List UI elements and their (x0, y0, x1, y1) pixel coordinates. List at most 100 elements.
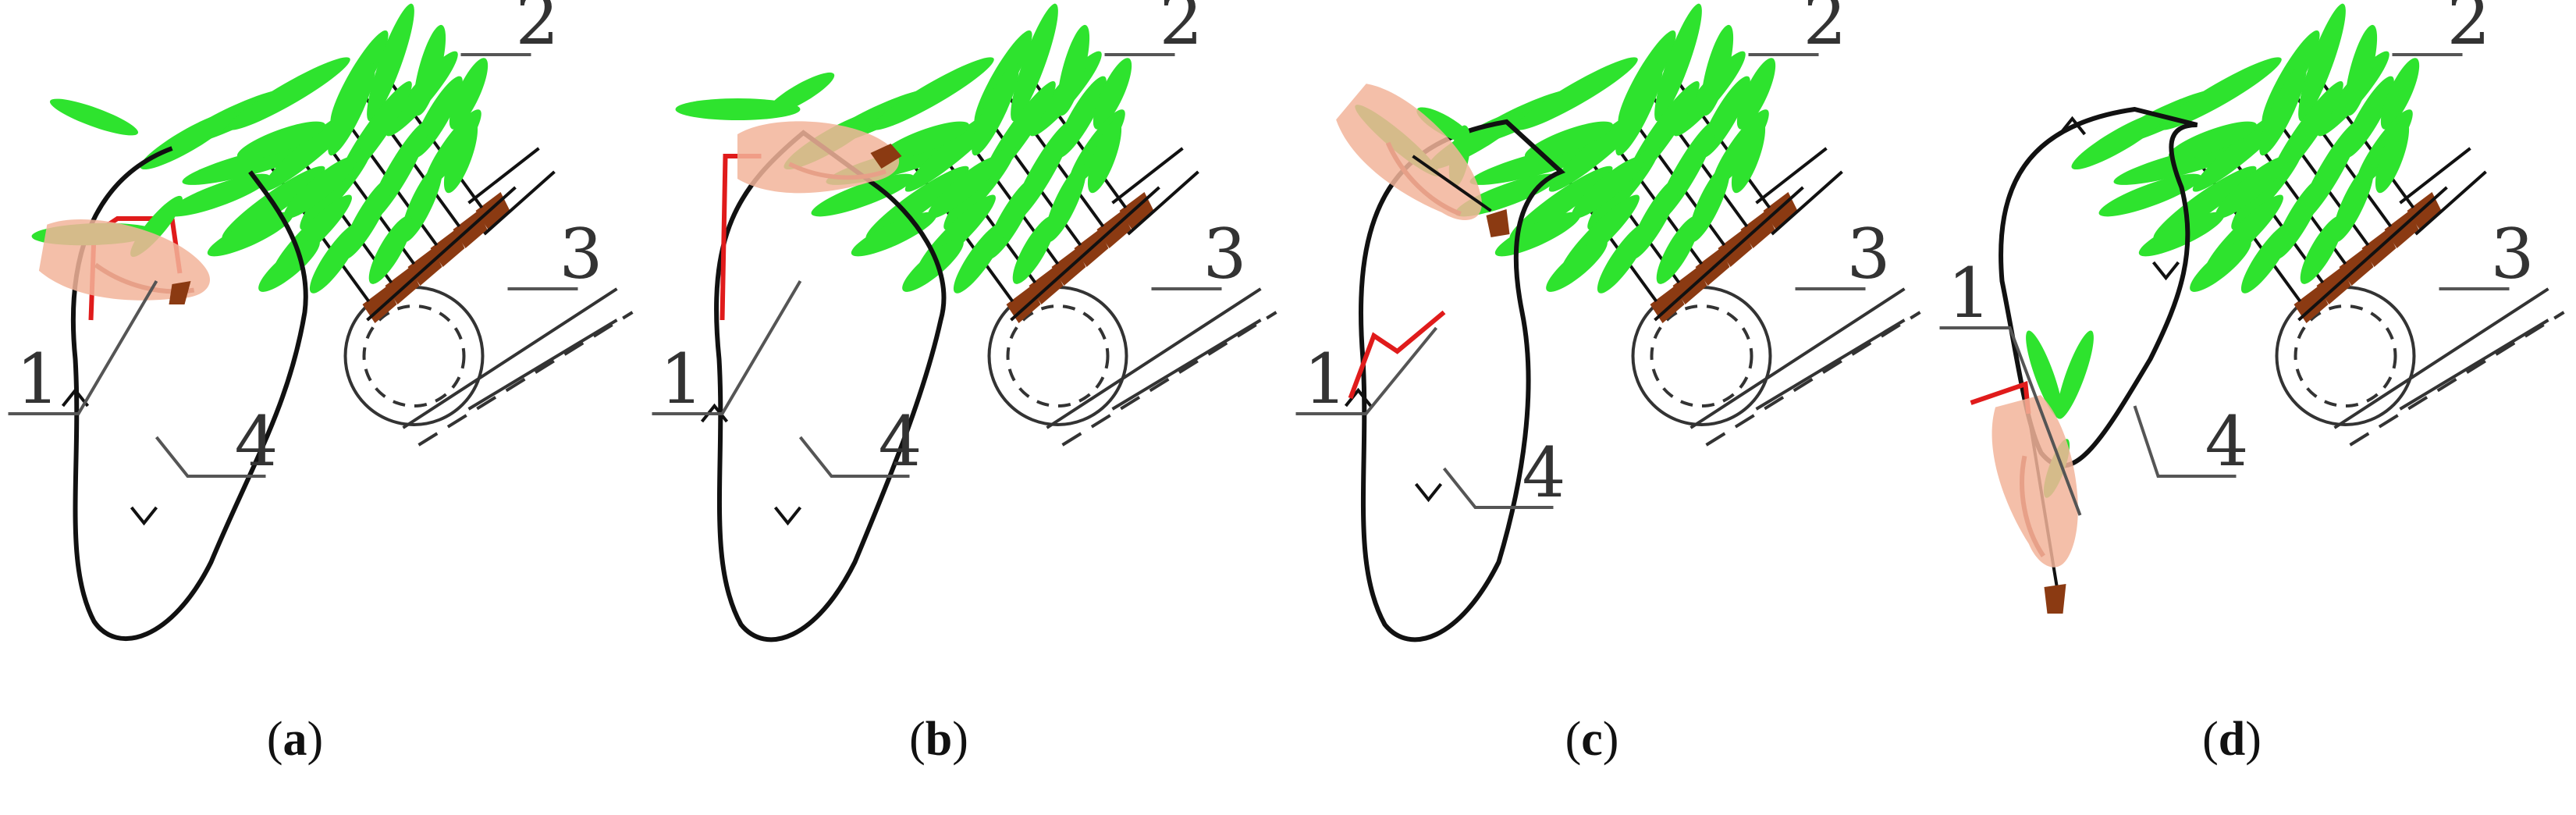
seedling-leaf (2190, 239, 2251, 292)
seedling-leaf (1656, 215, 1700, 284)
gripper-fingers (38, 219, 210, 301)
callout-label-1: 1 (660, 339, 704, 419)
callout-label-4: 4 (879, 401, 922, 482)
seedling-leaf (2168, 121, 2258, 160)
caption-letter: c (1581, 713, 1603, 766)
panel-caption: (b) (861, 712, 1017, 767)
conveyor-edge (2333, 287, 2549, 429)
seedling-leaf (49, 98, 139, 136)
soil-plug (1006, 286, 1041, 323)
seedling-leaf (2298, 3, 2346, 122)
picker-trajectory (1359, 119, 1566, 642)
seedling-leaf (167, 173, 271, 217)
seedling-leaf (1571, 155, 1645, 219)
seedling-leaf (236, 121, 326, 160)
seedling-leaf (766, 72, 835, 116)
caption-open-paren: ( (2202, 713, 2219, 766)
picker-arm (1348, 310, 1446, 400)
seedling-leaf (953, 222, 1007, 294)
caption-open-paren: ( (266, 713, 283, 766)
seedling-leaf (2113, 143, 2250, 185)
leader-line (798, 436, 910, 478)
caption-close-paren: ) (307, 713, 324, 766)
seedling-leaf (1731, 119, 1766, 194)
direction-arrow (2151, 261, 2180, 281)
caption-letter: d (2218, 713, 2246, 766)
seedling-leaf (207, 212, 293, 257)
conveyor-edge (1046, 287, 1262, 429)
conveyor-edge (1111, 319, 1262, 411)
seedling-leaf (228, 57, 350, 130)
seedling-leaf (1700, 24, 1734, 116)
callout-label-2: 2 (2447, 0, 2491, 60)
seedling-leaf (2240, 222, 2294, 294)
gripper-fingers (1336, 84, 1482, 221)
seedling-leaf (2138, 212, 2225, 257)
seedling-leaf (2026, 330, 2063, 419)
seedling-leaf (1597, 222, 1650, 294)
tray-rail (2399, 147, 2471, 205)
conveyor-edge (467, 319, 618, 411)
seedling-leaf (902, 239, 964, 292)
leader-line (652, 279, 802, 415)
caption-close-paren: ) (2245, 713, 2262, 766)
callout-label-3: 3 (560, 214, 603, 294)
seedling-leaf (865, 165, 969, 240)
seedling-leaf (1615, 62, 1663, 156)
direction-arrow (773, 506, 802, 526)
direction-arrow (61, 387, 90, 408)
callout-label-3: 3 (2491, 214, 2535, 294)
tray-rail (1755, 147, 1828, 205)
callout-label-1: 1 (16, 339, 60, 419)
transfer-drum (2275, 286, 2565, 447)
caption-letter: b (925, 713, 953, 766)
drum-inner (2294, 304, 2397, 408)
seedling-leaf (413, 24, 446, 116)
tray-rail (1127, 170, 1199, 236)
seedling-leaf (1509, 165, 1613, 240)
seedling-leaf (1416, 107, 1472, 143)
seedling-leaf (2071, 111, 2167, 170)
tray-rail (1654, 186, 1804, 322)
picker-trajectory (70, 146, 308, 642)
tray-rail (467, 147, 540, 205)
gripper-finger (1992, 395, 2078, 568)
seedling-leaves (1427, 3, 1776, 294)
soil-plug (362, 286, 397, 323)
seedling-leaf (2375, 119, 2410, 194)
seedling-leaf (927, 155, 1001, 219)
conveyor-edge-dashed (417, 311, 634, 447)
callout-label-4: 4 (235, 401, 279, 482)
gripper-finger (1336, 84, 1482, 221)
conveyor-edge-dashed (1061, 311, 1277, 447)
panel-caption: (c) (1514, 712, 1670, 767)
seedling-leaf (2057, 330, 2094, 419)
leader-line (1295, 326, 1438, 415)
tray-rail (1010, 186, 1160, 322)
caption-open-paren: ( (909, 713, 926, 766)
seedling-stem (1412, 155, 1492, 212)
conveyor-edge-dashed (2349, 311, 2565, 447)
tray-rail (483, 170, 556, 236)
seedling-leaves (140, 3, 489, 294)
seedling-leaf (2098, 173, 2202, 217)
panel-caption: (d) (2154, 712, 2310, 767)
tray-rail (1771, 170, 1843, 236)
seedling-leaf (1524, 121, 1614, 160)
gripper-fingers (1992, 395, 2078, 568)
soil-plug (2294, 286, 2329, 323)
seedling-leaf (1093, 58, 1132, 130)
seedling-leaf (2153, 165, 2257, 240)
seedling-leaf (1011, 3, 1058, 122)
soil-plug (169, 281, 191, 304)
callout-label-2: 2 (1160, 0, 1203, 60)
gripper-finger (38, 219, 210, 301)
callout-label-4: 4 (1523, 432, 1566, 513)
